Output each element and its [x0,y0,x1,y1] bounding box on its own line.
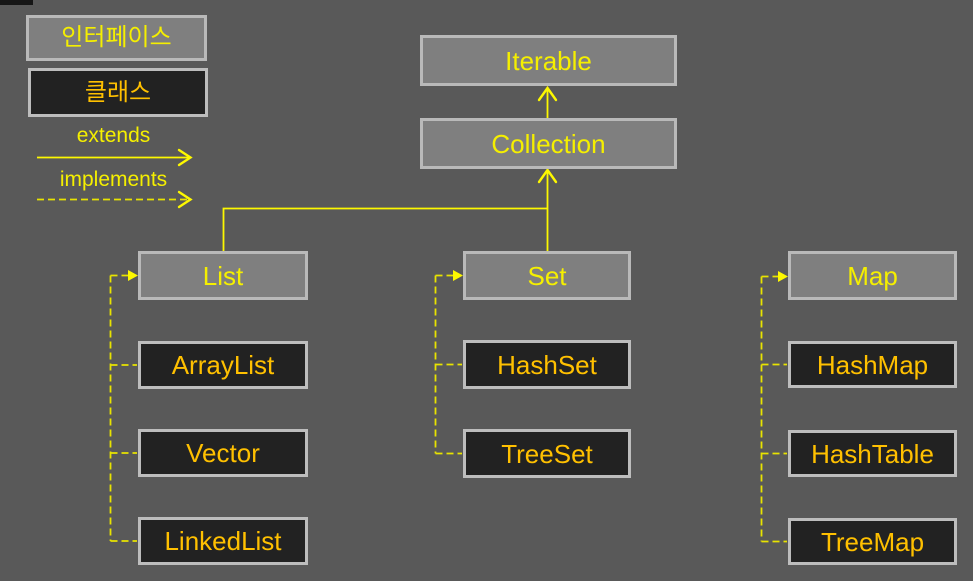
node-treeset-label: TreeSet [501,438,593,469]
node-arraylist: ArrayList [138,341,308,389]
legend-interface-label: 인터페이스 [61,24,172,51]
node-map-label: Map [847,260,898,291]
extends-edge-list-set-to-collection [222,167,558,251]
node-hashtable: HashTable [788,430,957,477]
node-treemap: TreeMap [788,518,957,565]
node-arraylist-label: ArrayList [171,350,275,380]
legend-implements-label: implements [59,168,168,191]
node-list-label: List [202,260,244,291]
node-collection: Collection [420,118,677,169]
node-hashset-label: HashSet [497,349,597,380]
node-vector: Vector [138,429,308,477]
node-map: Map [788,251,957,300]
implements-edges-map-column [760,271,788,543]
node-collection-label: Collection [491,128,606,159]
node-set: Set [463,251,631,300]
implements-edges-list-column [109,270,138,542]
legend-class-box: 클래스 [28,68,208,117]
extends-edge-collection-to-iterable [537,85,558,118]
node-iterable: Iterable [420,35,677,86]
node-hashmap: HashMap [788,341,957,388]
node-hashset: HashSet [463,340,631,389]
node-set-label: Set [527,260,567,291]
screen-edge-artifact [0,0,33,5]
node-treemap-label: TreeMap [820,526,925,557]
node-linkedlist: LinkedList [138,517,308,565]
implements-edges-set-column [434,270,463,455]
node-linkedlist-label: LinkedList [164,526,282,556]
legend-implements-arrow [37,190,193,209]
node-hashmap-label: HashMap [816,349,929,380]
legend-extends-label: extends [76,124,151,147]
node-iterable-label: Iterable [505,45,592,76]
node-list: List [138,251,308,300]
node-vector-label: Vector [186,438,260,468]
legend-interface-box: 인터페이스 [26,15,207,61]
node-hashtable-label: HashTable [811,438,934,469]
legend-extends-arrow [37,148,193,167]
legend-class-label: 클래스 [84,78,152,106]
node-treeset: TreeSet [463,429,631,478]
